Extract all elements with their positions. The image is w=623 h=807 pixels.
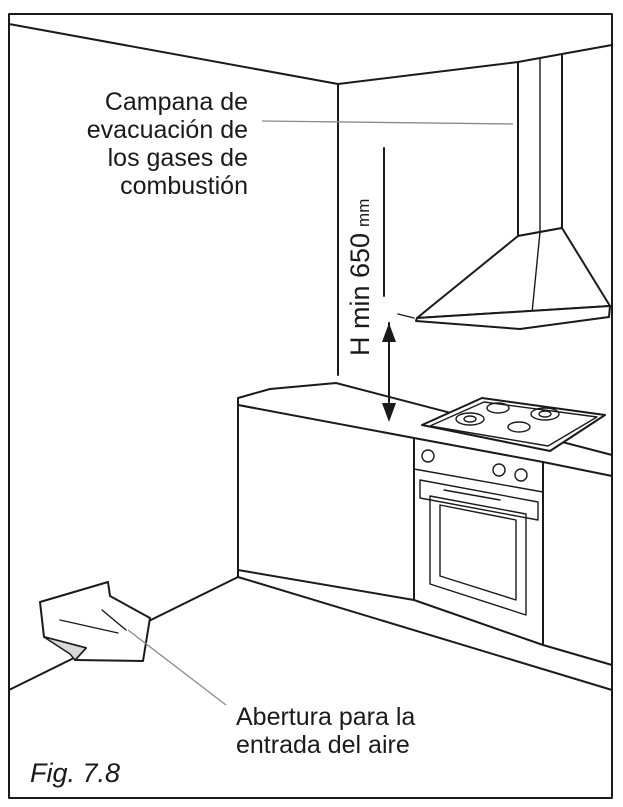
left-cabinet xyxy=(237,404,613,691)
hood-label-line-3: los gases de xyxy=(108,144,248,172)
air-opening-label-line-2: entrada del aire xyxy=(236,731,410,759)
air-inlet-arrow xyxy=(39,581,151,662)
height-label: H min 650 mm xyxy=(345,199,375,356)
oven xyxy=(413,437,544,646)
right-cabinet xyxy=(542,461,613,666)
height-label-value: H min 650 xyxy=(345,233,375,356)
hood-label-line-1: Campana de xyxy=(105,88,248,116)
height-label-unit: mm xyxy=(354,199,373,227)
hood-label-line-2: evacuación de xyxy=(87,116,248,144)
hood-label-line-4: combustión xyxy=(120,172,248,200)
hood-leader-line xyxy=(261,120,514,125)
gas-hob xyxy=(421,397,606,452)
figure-number: Fig. 7.8 xyxy=(30,758,120,788)
air-opening-label-line-1: Abertura para la xyxy=(236,703,415,731)
figure-frame xyxy=(8,13,613,799)
air-opening-leader-line xyxy=(127,629,227,706)
air-opening-label: Abertura para la entrada del aire xyxy=(236,703,415,759)
range-hood xyxy=(415,53,611,330)
height-dimension-arrow xyxy=(382,147,415,422)
svg-text:H min 650mm: H min 650 mm xyxy=(345,199,375,356)
hood-label: Campana de evacuación de los gases de co… xyxy=(87,88,248,200)
